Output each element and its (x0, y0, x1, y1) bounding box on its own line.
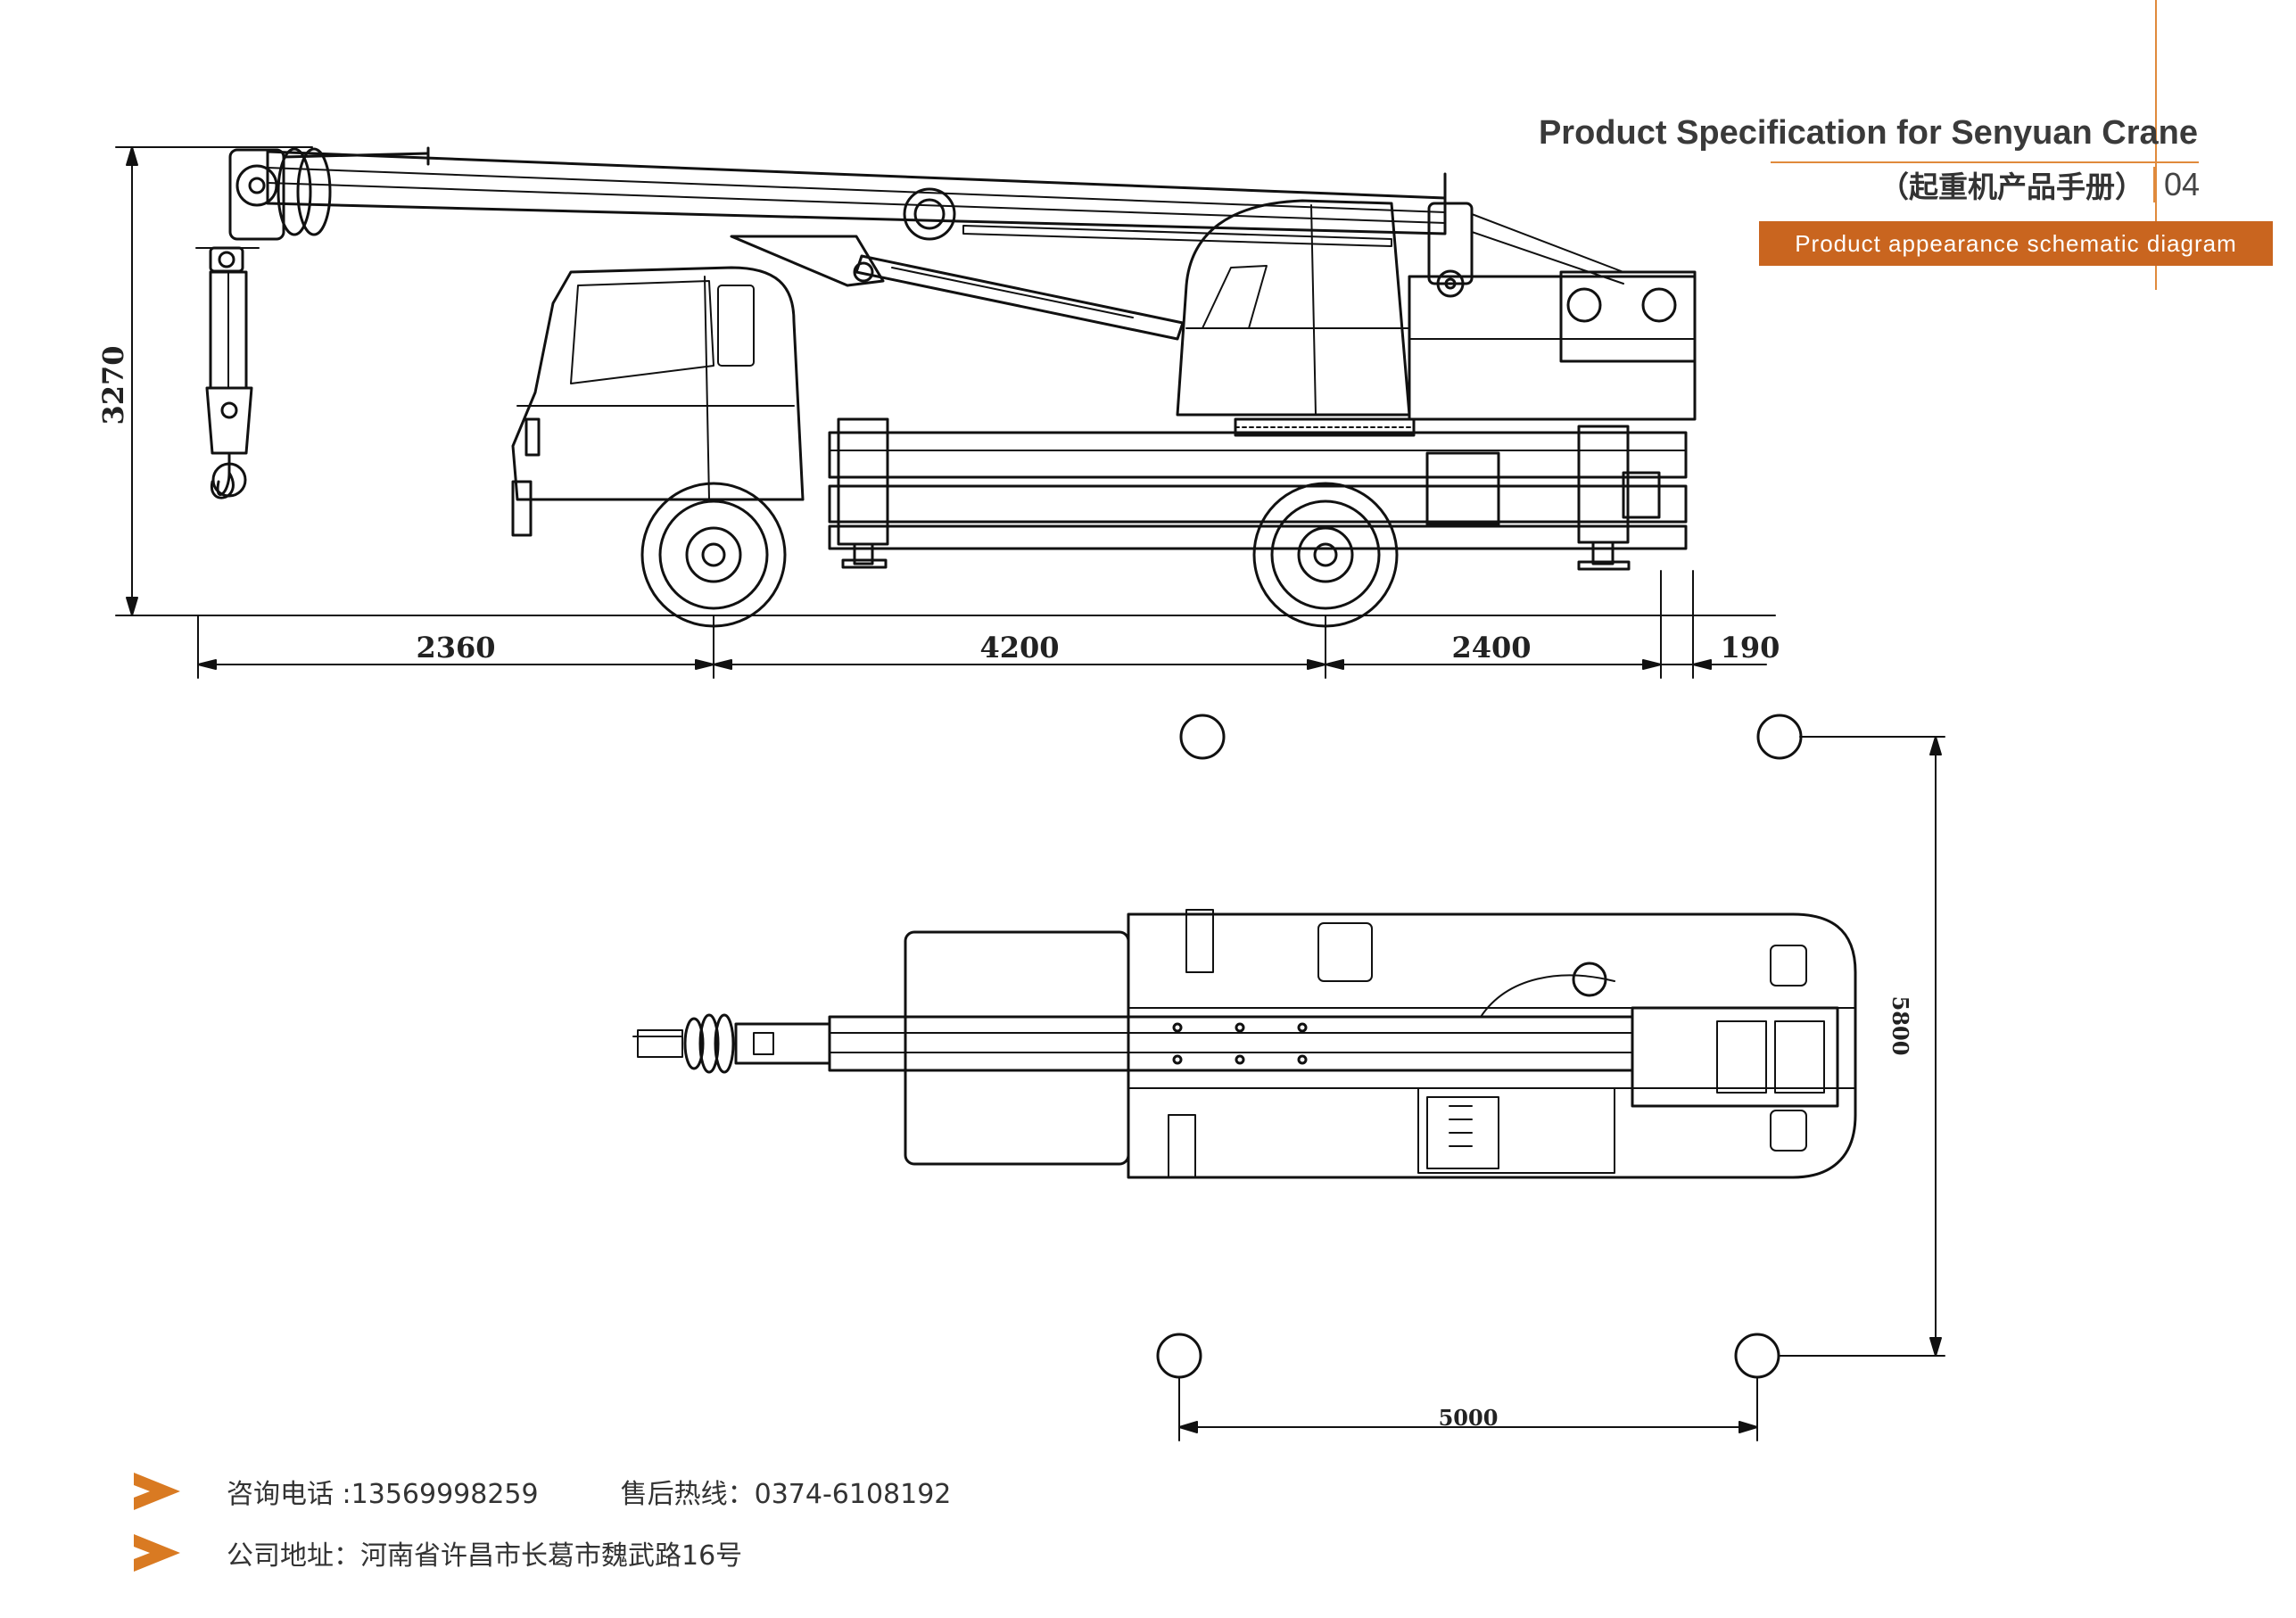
arrow-right-icon (134, 1534, 180, 1572)
footer-address-row: 公司地址：河南省许昌市长葛市魏武路16号 (134, 1533, 742, 1573)
section-banner: Product appearance schematic diagram (1759, 221, 2273, 266)
length-dim-2: 4200 (979, 631, 1059, 665)
outrigger-pad-front-left (1179, 714, 1226, 760)
page-title-chinese: （起重机产品手册） (1879, 169, 2144, 204)
footer-contact-row: 咨询电话 :13569998259 售后热线：0374-6108192 (134, 1472, 951, 1511)
arrow-right-icon (134, 1473, 180, 1510)
length-dim-3: 2400 (1451, 631, 1531, 665)
truck-cab (511, 266, 805, 537)
outrigger-pad-rear-right (1734, 1333, 1780, 1379)
side-view: 3270 2360 4200 2400 190 (96, 146, 1780, 679)
truck-chassis (828, 417, 1688, 571)
accent-horizontal-line (1771, 161, 2199, 163)
rear-wheel (1252, 482, 1399, 628)
outrigger-pad-rear-left (1156, 1333, 1202, 1379)
top-view-dimensions (1178, 736, 1945, 1441)
page-number: 04 (2152, 167, 2200, 202)
outrigger-width-label: 5000 (1439, 1405, 1499, 1431)
length-dim-1: 2360 (416, 631, 495, 665)
outrigger-pad-front-right (1756, 714, 1803, 760)
outrigger-length-label: 5800 (1887, 996, 1913, 1056)
accent-vertical-line (2155, 0, 2157, 290)
address-label: 公司地址：河南省许昌市长葛市魏武路16号 (227, 1540, 743, 1572)
height-dimension-label: 3270 (96, 345, 130, 425)
boom (195, 146, 1624, 499)
front-wheel (640, 482, 787, 628)
side-view-dimensions (126, 146, 1767, 679)
phone-label: 咨询电话 :13569998259 (227, 1479, 539, 1510)
top-view: 5800 5000 (632, 714, 1945, 1441)
hotline-label: 售后热线：0374-6108192 (620, 1479, 952, 1510)
length-dim-4: 190 (1721, 631, 1780, 665)
page-title-english: Product Specification for Senyuan Crane (1538, 114, 2198, 152)
operator-cab (1176, 199, 1697, 437)
title-cn-row: （起重机产品手册） 04 (1879, 163, 2200, 206)
